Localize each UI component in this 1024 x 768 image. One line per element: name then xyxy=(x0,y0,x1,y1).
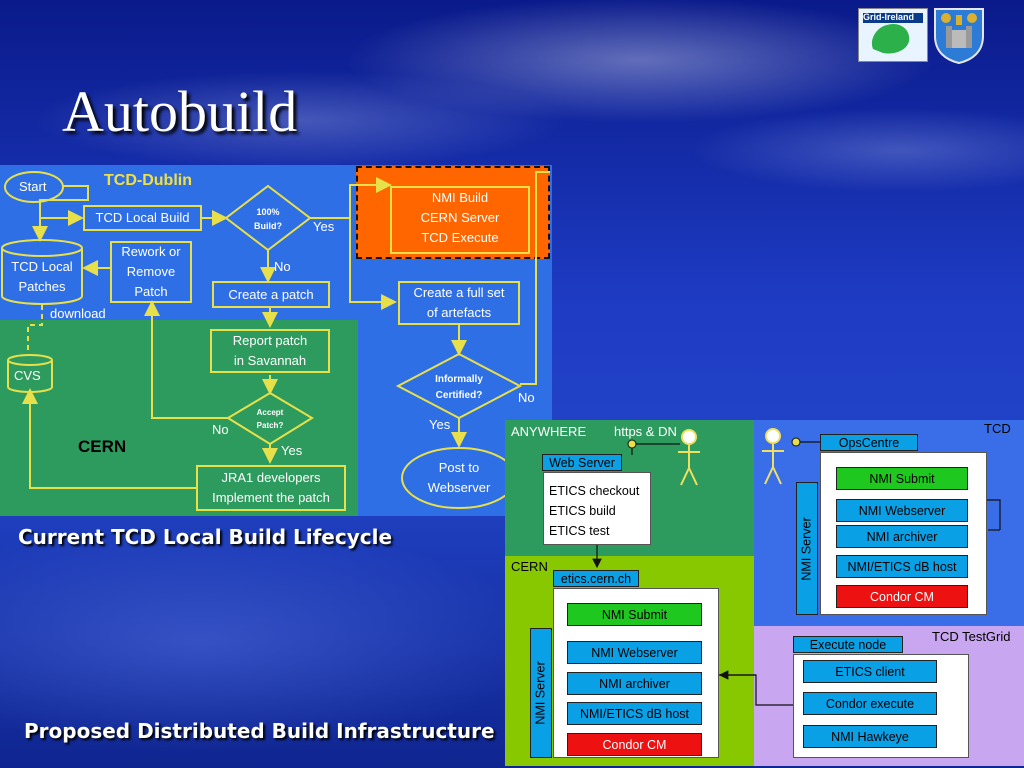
execute-node-box: Execute node xyxy=(793,636,903,653)
rework-line-1: Rework or xyxy=(121,244,181,259)
etics-test: ETICS test xyxy=(549,524,610,538)
build-decision-label: 100% Build? xyxy=(246,205,290,233)
nmi-build-line-1: NMI Build xyxy=(431,190,489,205)
tcd-crest-logo xyxy=(932,6,986,65)
etics-build: ETICS build xyxy=(549,504,616,518)
tcd-nmi-server-label: NMI Server xyxy=(800,516,815,581)
informally-certified-diamond xyxy=(395,352,523,420)
start-label: Start xyxy=(19,179,47,194)
jra1-line-1: JRA1 developers xyxy=(221,470,321,485)
rework-line-2: Remove xyxy=(126,264,176,279)
grid-ireland-logo-graphic xyxy=(859,9,927,61)
tcd-dublin-label: TCD-Dublin xyxy=(104,172,192,189)
jra1-box: JRA1 developers Implement the patch xyxy=(196,465,346,511)
report-patch-line-1: Report patch xyxy=(232,333,308,348)
etics-client: ETICS client xyxy=(803,660,937,683)
nmi-build-line-3: TCD Execute xyxy=(421,230,499,245)
cern-nmi-etics-db-host: NMI/ETICS dB host xyxy=(567,702,702,725)
condor-execute: Condor execute xyxy=(803,692,937,715)
tcd-testgrid-label: TCD TestGrid xyxy=(932,629,1011,644)
tcd-nmi-etics-db-host: NMI/ETICS dB host xyxy=(836,555,968,578)
build-decision-line-1: 100% xyxy=(256,207,280,217)
https-label: https & DN xyxy=(614,424,677,439)
nmi-build-line-2: CERN Server xyxy=(420,210,500,225)
tcd-condor-cm: Condor CM xyxy=(836,585,968,608)
no-label-3: No xyxy=(212,422,229,437)
tcd-nmi-server-bar: NMI Server xyxy=(796,482,818,615)
informally-certified-line-1: Informally xyxy=(435,374,483,385)
tcd-nmi-webserver: NMI Webserver xyxy=(836,499,968,522)
informally-certified-label: Informally Certified? xyxy=(419,372,499,404)
cern-nmi-submit: NMI Submit xyxy=(567,603,702,626)
yes-label-3: Yes xyxy=(429,417,451,432)
download-label: download xyxy=(50,306,106,321)
etics-operations-box: ETICS checkout ETICS build ETICS test xyxy=(543,472,651,545)
no-label-2: No xyxy=(518,390,535,405)
rework-box: Rework or Remove Patch xyxy=(110,241,192,303)
tcd-nmi-submit: NMI Submit xyxy=(836,467,968,490)
cern-region-label: CERN xyxy=(78,437,127,456)
tcd-local-patches-cylinder xyxy=(1,248,83,305)
accept-patch-diamond xyxy=(226,391,314,446)
cvs-label: CVS xyxy=(14,368,41,383)
post-to-line-2: Webserver xyxy=(427,480,491,495)
report-patch-line-2: in Savannah xyxy=(233,353,307,368)
tcd-local-patches-line-1: TCD Local xyxy=(11,259,73,274)
user-figure-tcd xyxy=(762,428,784,485)
caption-current-lifecycle: Current TCD Local Build Lifecycle xyxy=(18,525,393,549)
grid-ireland-logo-text: Grid-Ireland xyxy=(863,12,915,22)
cern-nmi-server-label: NMI Server xyxy=(534,661,549,725)
web-server-box: Web Server xyxy=(542,454,622,471)
cern-infra-label: CERN xyxy=(511,559,548,574)
nmi-build-text: NMI Build CERN Server TCD Execute xyxy=(390,186,530,254)
create-full-set-line-1: Create a full set xyxy=(413,285,505,300)
yes-label-1: Yes xyxy=(313,219,335,234)
build-decision-diamond xyxy=(224,184,312,252)
nmi-hawkeye: NMI Hawkeye xyxy=(803,725,937,748)
jra1-line-2: Implement the patch xyxy=(212,490,330,505)
yes-label-2: Yes xyxy=(281,443,303,458)
create-full-set-box: Create a full set of artefacts xyxy=(398,281,520,325)
accept-patch-line-2: Patch? xyxy=(256,421,284,430)
cern-nmi-server-bar: NMI Server xyxy=(530,628,552,758)
etics-checkout: ETICS checkout xyxy=(549,484,640,498)
create-patch-box: Create a patch xyxy=(212,281,330,308)
cern-condor-cm: Condor CM xyxy=(567,733,702,756)
ops-centre-box: OpsCentre xyxy=(820,434,918,451)
cern-nmi-archiver: NMI archiver xyxy=(567,672,702,695)
user-figure-anywhere xyxy=(678,429,700,486)
start-node xyxy=(4,171,64,203)
tcd-local-patches-line-2: Patches xyxy=(18,279,66,294)
post-to-webserver-label: Post to Webserver xyxy=(404,458,514,498)
informally-certified-line-2: Certified? xyxy=(435,390,483,401)
tcd-local-patches-label: TCD Local Patches xyxy=(2,257,82,297)
tcd-nmi-archiver: NMI archiver xyxy=(836,525,968,548)
slide-title: Autobuild xyxy=(62,79,298,144)
cern-nmi-webserver: NMI Webserver xyxy=(567,641,702,664)
rework-line-3: Patch xyxy=(134,284,168,299)
report-patch-box: Report patch in Savannah xyxy=(210,329,330,373)
caption-proposed-infrastructure: Proposed Distributed Build Infrastructur… xyxy=(24,719,495,743)
tcd-infra-label: TCD xyxy=(984,421,1011,436)
create-full-set-line-2: of artefacts xyxy=(426,305,492,320)
grid-ireland-logo: Grid-Ireland xyxy=(858,8,928,62)
no-label-1: No xyxy=(274,259,291,274)
post-to-line-1: Post to xyxy=(438,460,480,475)
anywhere-label: ANYWHERE xyxy=(511,424,587,439)
tcd-local-build-box: TCD Local Build xyxy=(83,205,202,231)
accept-patch-line-1: Accept xyxy=(256,408,284,417)
accept-patch-label: Accept Patch? xyxy=(245,406,295,432)
build-decision-line-2: Build? xyxy=(254,221,282,231)
etics-cern-ch-box: etics.cern.ch xyxy=(553,570,639,587)
